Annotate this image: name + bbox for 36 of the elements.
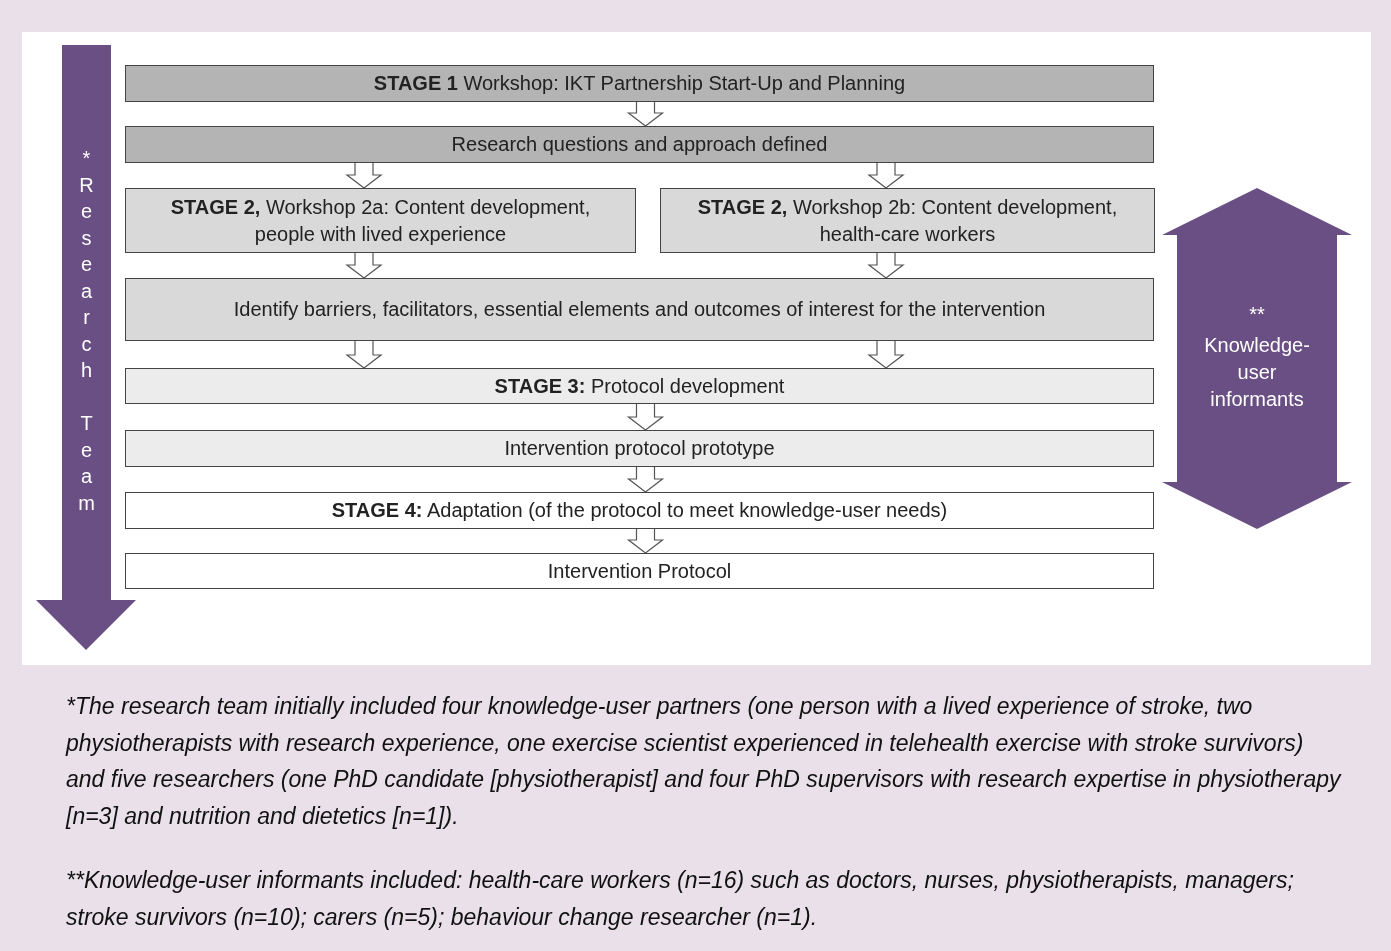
block-arrow [345,162,383,189]
process-box [125,492,1154,529]
arrow-text: ** [1249,301,1265,327]
block-arrow [626,528,665,554]
box-text: Research questions and approach defined [451,132,828,157]
box-text: STAGE 3: Protocol development [494,373,785,399]
process-box [125,188,636,253]
box-text: Intervention Protocol [547,558,732,584]
block-arrow [867,162,905,189]
block-arrow [626,403,665,431]
process-box [660,188,1155,253]
process-box [125,368,1154,404]
box-text: STAGE 2, Workshop 2b: Content development, health-care workers [696,194,1119,247]
box-text: STAGE 2, Workshop 2a: Content development, people with lived experience [169,194,592,247]
arrow-text: Research Team [78,172,95,516]
process-box [125,65,1154,102]
block-arrow [345,340,383,369]
footnote: *The research team initially included four knowledge-user partners (one person with a lived experience of stroke, two physiotherapists with research experience, one exercise scientist experienced in telehealth exercise with stroke survivors) and five researchers (one PhD candidate [physiotherapist] and four PhD supervisors with research expertise in physiotherapy [n=3] and nutrition and dietetics [n=1]). [66,692,1343,831]
block-arrow [867,340,905,369]
box-text: STAGE 4: Adaptation (of the protocol to meet knowledge-user needs) [331,498,948,523]
arrow-text: Knowledge-user informants [1203,332,1311,412]
block-arrow [626,466,665,493]
box-text: STAGE 1 Workshop: IKT Partnership Start-Up and Planning [373,71,906,96]
double-arrow [1162,188,1352,529]
down-arrow [36,45,136,650]
box-text: Identify barriers, facilitators, essential elements and outcomes of interest for the intervention [233,297,1046,322]
block-arrow [626,101,665,127]
footnote: **Knowledge-user informants included: health-care workers (n=16) such as doctors, nurses, physiotherapists, managers; stroke survivors (n=10); carers (n=5); behaviour change researcher (n=1). [66,866,1295,932]
process-box [125,430,1154,467]
arrow-text: * [82,146,91,171]
process-box [125,126,1154,163]
process-box [125,553,1154,589]
block-arrow [867,252,905,279]
box-text: Intervention protocol prototype [504,436,775,461]
block-arrow [345,252,383,279]
process-box [125,278,1154,341]
